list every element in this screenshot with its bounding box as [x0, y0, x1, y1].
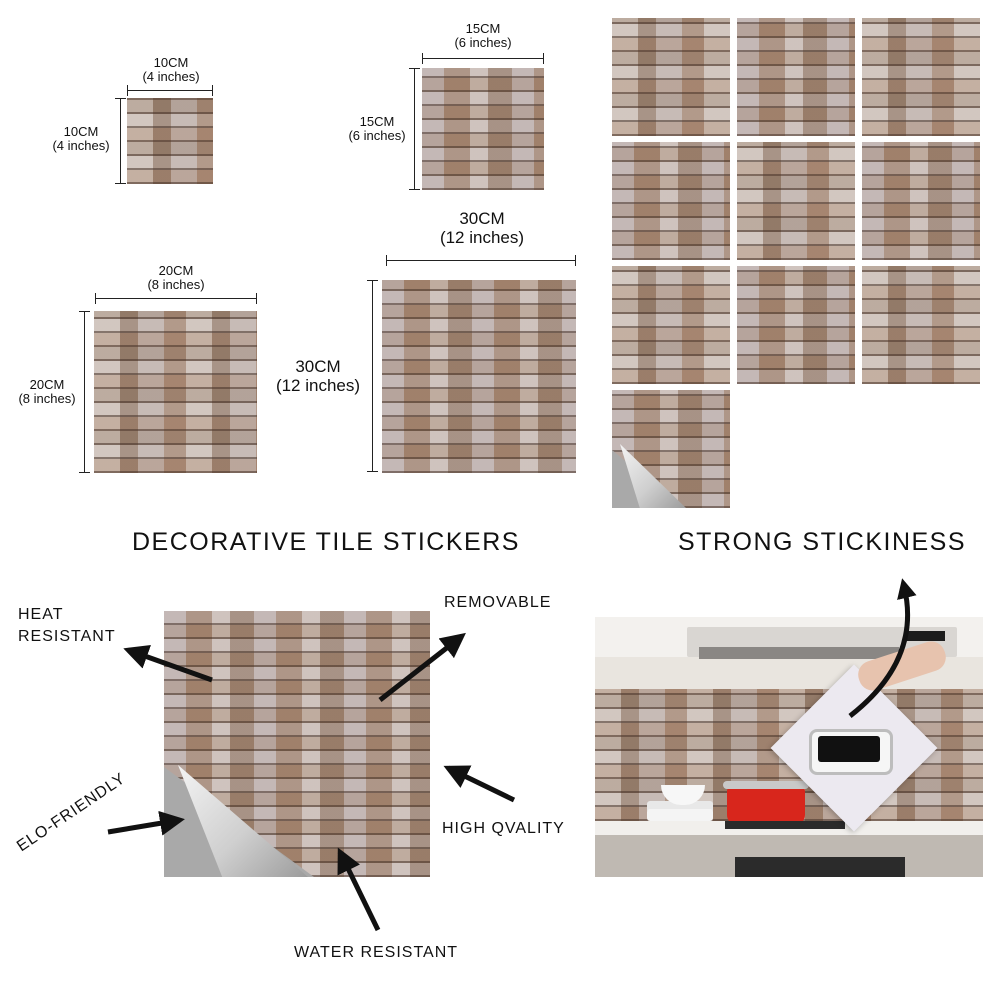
grid-tile [612, 142, 730, 260]
range-hood-base [699, 647, 899, 659]
grid-tile [612, 18, 730, 136]
grid-tile [862, 142, 980, 260]
grid-tile [737, 142, 855, 260]
hood-control-panel [905, 631, 945, 641]
size-30-height-line [367, 280, 378, 472]
tile-grid [612, 18, 982, 512]
size-20-width-line [95, 293, 257, 304]
kitchen-photo [595, 617, 983, 877]
size-30-width-label: 30CM(12 inches) [439, 209, 525, 247]
size-10-width-line [127, 85, 213, 96]
size-15-height-line [409, 68, 420, 190]
oven-door [735, 857, 905, 877]
size-20-height-line [79, 311, 90, 473]
size-20-height-label: 20CM(8 inches) [18, 377, 76, 407]
grid-tile-peeling [612, 390, 730, 508]
tile-15cm [422, 68, 544, 190]
red-pot [727, 787, 805, 825]
size-15-width-line [422, 53, 544, 64]
grid-tile [737, 266, 855, 384]
phone-screen [818, 736, 880, 762]
feature-heat-resistant: HEAT RESISTANT [18, 606, 116, 646]
pot-lid [723, 781, 809, 789]
bowl [661, 785, 705, 805]
stove-top [725, 821, 845, 829]
plate-stack [647, 809, 713, 821]
size-10-height-label: 10CM(4 inches) [52, 124, 110, 154]
size-20-width-label: 20CM(8 inches) [147, 263, 205, 293]
tile-10cm [127, 98, 213, 184]
arrow-quality-icon [443, 765, 516, 803]
arrow-heat-icon [123, 644, 213, 683]
arrow-eco-icon [107, 810, 185, 836]
size-30-width-line [386, 255, 576, 266]
grid-tile [612, 266, 730, 384]
feature-tile [164, 611, 430, 877]
size-15-width-label: 15CM(6 inches) [454, 21, 512, 51]
feature-water-resistant: WATER RESISTANT [294, 944, 459, 961]
heading-decorative: DECORATIVE TILE STICKERS [132, 528, 520, 556]
tile-30cm [382, 280, 576, 473]
arrow-removable-icon [378, 632, 466, 702]
grid-tile [862, 266, 980, 384]
size-10-width-label: 10CM(4 inches) [142, 55, 200, 85]
grid-tile [862, 18, 980, 136]
size-10-height-line [115, 98, 126, 184]
arrow-water-icon [337, 847, 381, 932]
size-15-height-label: 15CM(6 inches) [348, 114, 406, 144]
curved-up-arrow-icon [848, 578, 917, 718]
grid-tile [737, 18, 855, 136]
size-30-height-label: 30CM(12 inches) [275, 357, 361, 395]
phone [809, 729, 893, 775]
feature-removable: REMOVABLE [444, 594, 552, 611]
tile-20cm [94, 311, 257, 473]
feature-high-quality: HIGH QVALITY [442, 820, 565, 837]
heading-stickiness: STRONG STICKINESS [678, 528, 967, 556]
